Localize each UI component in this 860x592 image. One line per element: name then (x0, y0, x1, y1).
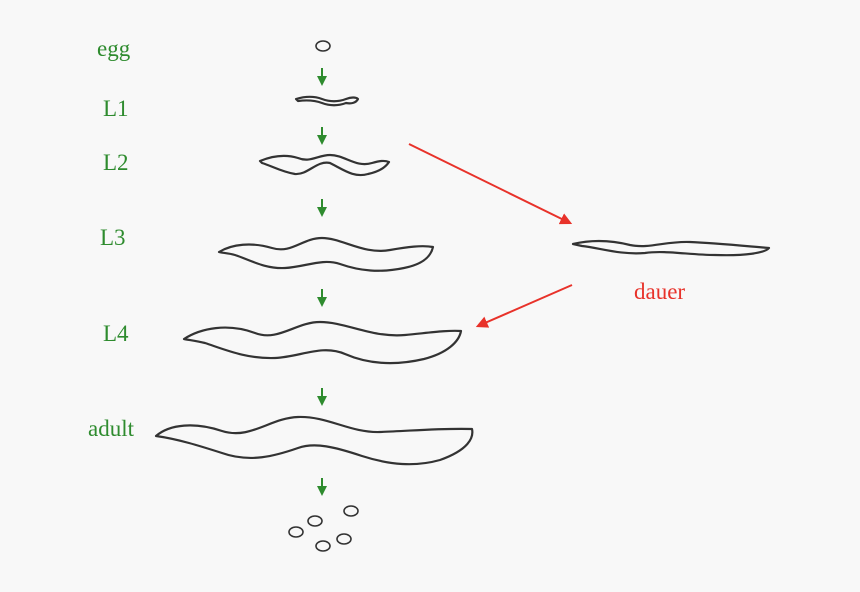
laid-egg-icon (315, 540, 331, 552)
arrow-l2-to-dauer (408, 143, 573, 225)
l1-worm-icon (294, 95, 360, 107)
arrow-dauer-to-l4 (475, 284, 573, 328)
laid-egg-icon (288, 526, 304, 538)
dauer-label: dauer (634, 279, 686, 304)
laid-egg-icon (307, 515, 323, 527)
laid-egg-icon (336, 533, 352, 545)
l3-worm-icon (217, 236, 435, 272)
l4-worm-icon (182, 320, 463, 365)
stage-label-l1: L1 (103, 96, 129, 121)
stage-label-adult: adult (88, 416, 134, 441)
l2-worm-icon (258, 153, 391, 177)
laid-egg-icon (343, 505, 359, 517)
egg-icon (315, 40, 331, 52)
stage-label-l2: L2 (103, 150, 129, 175)
stage-label-egg: egg (97, 36, 131, 61)
stage-label-l4: L4 (103, 321, 129, 346)
dauer-worm-icon (571, 240, 771, 257)
stage-label-l3: L3 (100, 225, 126, 250)
adult-worm-icon (154, 415, 474, 466)
